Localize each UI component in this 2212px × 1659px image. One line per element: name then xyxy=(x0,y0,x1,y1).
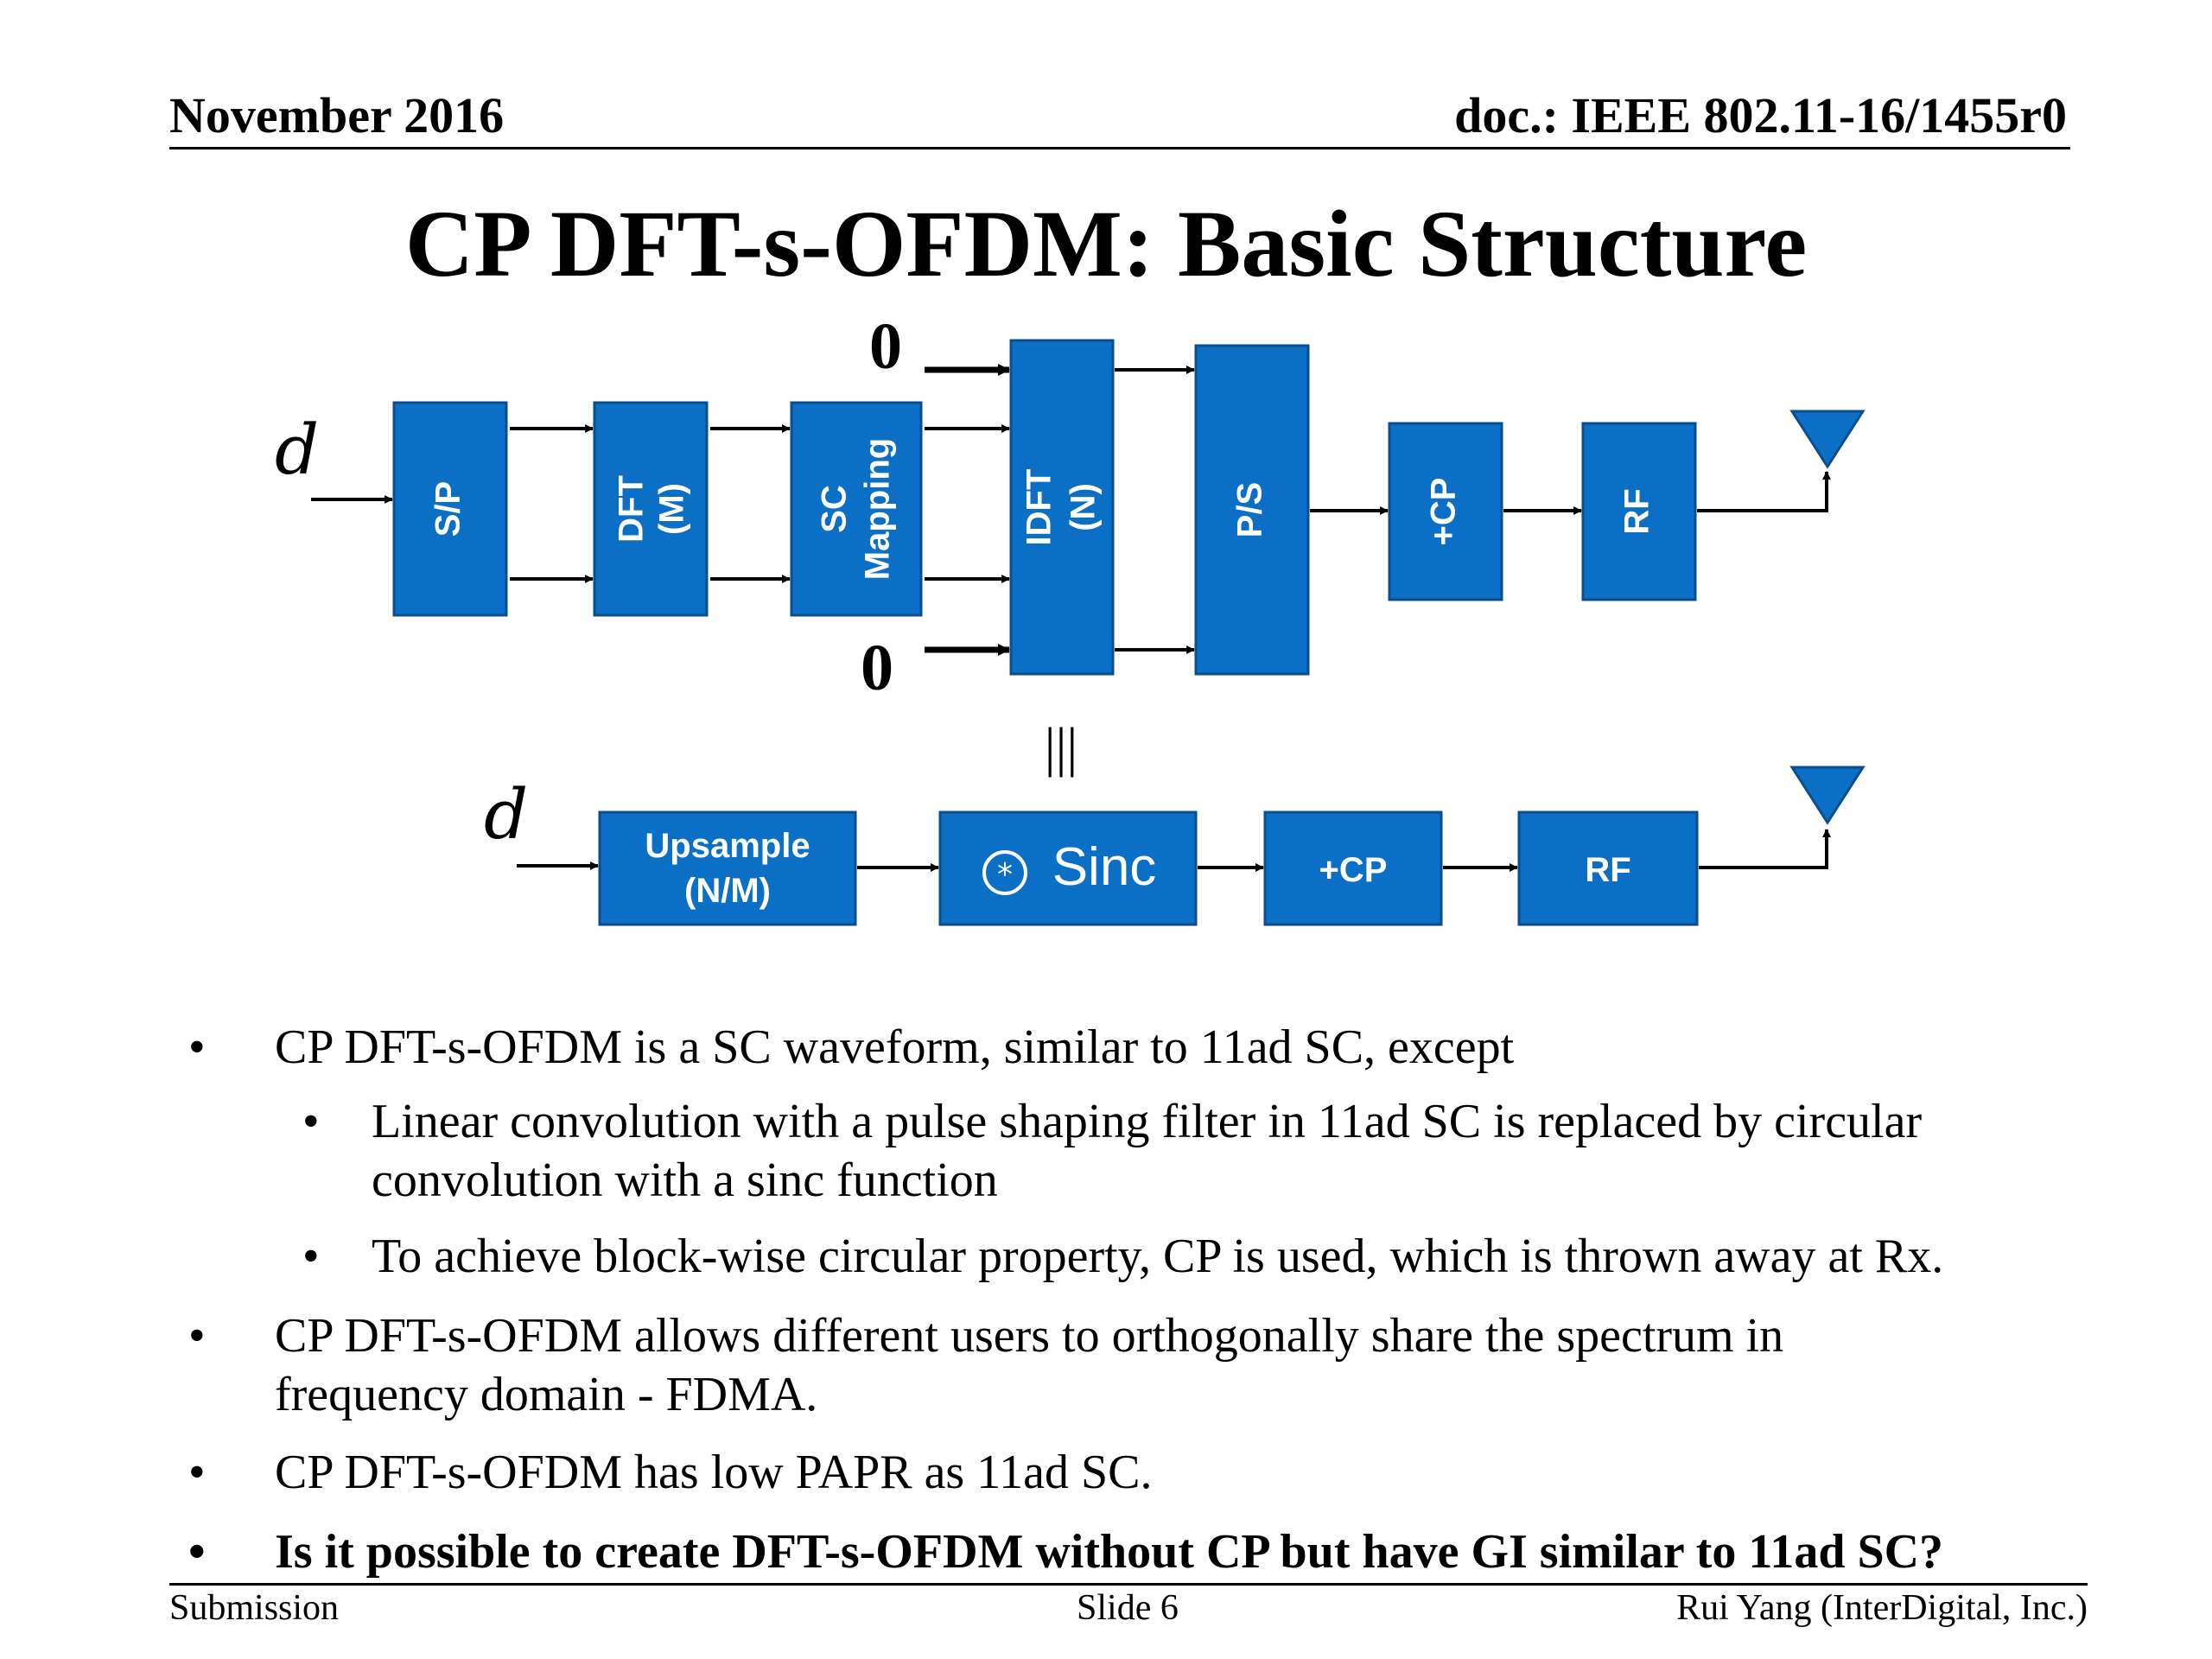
bullet-text: To achieve block-wise circular property,… xyxy=(372,1230,1944,1283)
upsample-factor-label: (N/M) xyxy=(684,872,771,910)
upsample-label: Upsample xyxy=(645,827,810,865)
block-diagram: d S/P DFT (M) SC Mapping 0 0 IDFT (N) P/… xyxy=(275,310,1866,926)
ps-block xyxy=(1194,344,1310,676)
dft-label: DFT xyxy=(613,475,651,543)
rf-block-bottom xyxy=(1517,810,1699,926)
bullet-marker: • xyxy=(302,1230,320,1283)
input-symbol-top: d xyxy=(275,410,319,490)
ps-label: P/S xyxy=(1231,482,1269,537)
header-divider xyxy=(169,147,2070,149)
bullet-text-question: Is it possible to create DFT-s-OFDM with… xyxy=(275,1525,1944,1579)
header-doc-id: doc.: IEEE 802.11-16/1455r0 xyxy=(1454,87,2067,143)
footer-author: Rui Yang (InterDigital, Inc.) xyxy=(1676,1588,2088,1628)
idft-block xyxy=(1009,339,1115,676)
bullet-marker: • xyxy=(188,1446,206,1499)
idft-size-label: (N) xyxy=(1065,483,1103,531)
bullet-marker: • xyxy=(188,1309,206,1363)
rf-block-top xyxy=(1581,422,1697,601)
bullet-text-line2: frequency domain - FDMA. xyxy=(275,1368,818,1421)
zero-input-top: 0 xyxy=(869,310,902,383)
sc-mapping-block xyxy=(790,401,923,617)
footer-slide-number: Slide 6 xyxy=(1077,1588,1179,1628)
idft-label: IDFT xyxy=(1020,469,1058,546)
bullet-text-line1: Linear convolution with a pulse shaping … xyxy=(372,1095,1923,1148)
rf-label-bottom: RF xyxy=(1585,851,1630,889)
zero-input-bottom: 0 xyxy=(861,632,893,704)
mapping-label: Mapping xyxy=(859,438,897,580)
convolution-star: * xyxy=(997,857,1013,893)
sp-block xyxy=(392,401,508,617)
input-symbol-bottom: d xyxy=(484,774,528,855)
sc-label: SC xyxy=(816,485,854,533)
arrow-rf-antenna-bottom xyxy=(1699,829,1831,869)
footer-divider xyxy=(169,1583,2088,1586)
bullet-text: CP DFT-s-OFDM has low PAPR as 11ad SC. xyxy=(275,1446,1153,1499)
cp-label-top: +CP xyxy=(1425,478,1463,546)
slide-title: CP DFT-s-OFDM: Basic Structure xyxy=(404,191,1808,296)
bullet-marker: • xyxy=(302,1095,320,1148)
equivalence-symbol: ||| xyxy=(1045,716,1077,778)
footer-left: Submission xyxy=(169,1588,340,1628)
dft-size-label: (M) xyxy=(653,483,691,535)
circular-convolution-icon xyxy=(982,850,1027,895)
upsample-block xyxy=(598,810,857,926)
antenna-icon-bottom xyxy=(1789,766,1866,825)
cp-label-bottom: +CP xyxy=(1319,851,1388,889)
rf-label-top: RF xyxy=(1618,488,1656,534)
bullet-marker: • xyxy=(188,1525,206,1579)
bullet-text-line2: convolution with a sinc function xyxy=(372,1154,998,1207)
arrow-rf-antenna-top xyxy=(1697,471,1831,512)
dft-block xyxy=(593,401,709,617)
sinc-label: Sinc xyxy=(1052,837,1157,897)
sinc-block xyxy=(938,810,1198,926)
bullet-text-line1: CP DFT-s-OFDM allows different users to … xyxy=(275,1309,1784,1363)
antenna-icon-top xyxy=(1789,410,1866,469)
bullet-text: CP DFT-s-OFDM is a SC waveform, similar … xyxy=(275,1020,1515,1074)
cp-block-top xyxy=(1388,422,1503,601)
sp-label: S/P xyxy=(429,481,467,537)
cp-block-bottom xyxy=(1263,810,1443,926)
bullet-marker: • xyxy=(188,1020,206,1074)
header-date: November 2016 xyxy=(169,87,505,143)
